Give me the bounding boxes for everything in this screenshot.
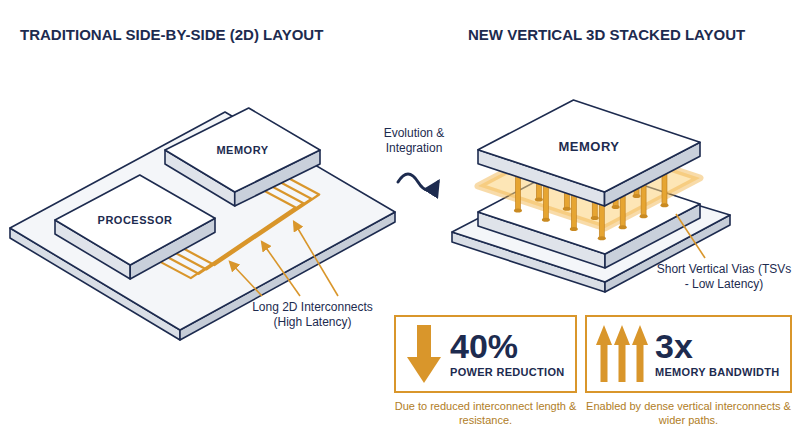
arrow-shaft bbox=[619, 344, 626, 382]
chip-top bbox=[165, 108, 320, 192]
tsv-pad bbox=[542, 218, 550, 222]
evolution-arrow bbox=[398, 174, 438, 190]
chip-label-holder: MEMORY bbox=[478, 100, 700, 192]
down-arrow-icon bbox=[406, 323, 442, 385]
callout-label: Short Vertical Vias (TSVs - Low Latency) bbox=[655, 262, 793, 292]
chip-label: PROCESSOR bbox=[98, 214, 173, 226]
tsv-pad bbox=[633, 194, 641, 198]
chip-shape bbox=[165, 108, 320, 206]
tsv-pad bbox=[570, 227, 578, 231]
tsv-pad bbox=[612, 205, 620, 209]
chip-top bbox=[478, 100, 700, 192]
tsv-pad bbox=[640, 214, 648, 218]
chip-label: MEMORY bbox=[216, 144, 268, 156]
chip-die: PROCESSOR bbox=[55, 175, 215, 279]
arrow-head bbox=[614, 325, 630, 345]
section-heading: TRADITIONAL SIDE-BY-SIDE (2D) LAYOUT bbox=[20, 26, 323, 45]
leader-line bbox=[676, 214, 705, 258]
tsv-pad bbox=[535, 198, 543, 202]
arrow-shaft bbox=[601, 344, 608, 382]
section-heading: NEW VERTICAL 3D STACKED LAYOUT bbox=[468, 26, 745, 45]
leader-line bbox=[294, 222, 338, 296]
tsv-pad bbox=[563, 207, 571, 211]
tsv-pad bbox=[514, 209, 522, 213]
leader-line bbox=[262, 242, 300, 296]
transition-label: Evolution & Integration bbox=[362, 126, 466, 156]
stat-note: Due to reduced interconnect length & res… bbox=[388, 400, 583, 428]
arrow-head bbox=[596, 325, 612, 345]
chip-label: MEMORY bbox=[558, 139, 619, 154]
label-box: Enabled by dense vertical interconnects … bbox=[579, 400, 798, 428]
stat-caption: POWER REDUCTION bbox=[450, 366, 565, 379]
label-box: NEW VERTICAL 3D STACKED LAYOUT bbox=[468, 26, 745, 45]
up-arrows-icon bbox=[595, 323, 649, 385]
label-box: Due to reduced interconnect length & res… bbox=[388, 400, 583, 428]
tsv-pad bbox=[591, 216, 599, 220]
label-box: Evolution & Integration bbox=[362, 126, 466, 156]
callout-label: Long 2D Interconnects (High Latency) bbox=[240, 300, 385, 330]
chip-die: MEMORY bbox=[478, 100, 700, 206]
arrow-head bbox=[407, 357, 441, 383]
stat-box: 40% POWER REDUCTION bbox=[394, 315, 577, 393]
stat-value: 3x bbox=[655, 329, 693, 363]
chip-shape bbox=[55, 175, 215, 279]
label-box: Long 2D Interconnects (High Latency) bbox=[240, 300, 385, 330]
label-box: Short Vertical Vias (TSVs - Low Latency) bbox=[655, 262, 793, 292]
arrow-shaft bbox=[637, 344, 644, 382]
arrow-shaft bbox=[417, 325, 431, 359]
stat-note: Enabled by dense vertical interconnects … bbox=[579, 400, 798, 428]
chip-die: MEMORY bbox=[165, 108, 320, 206]
stat-box: 3xMEMORY BANDWIDTH bbox=[585, 315, 792, 393]
leader-line bbox=[230, 262, 262, 296]
chip-top bbox=[55, 175, 215, 265]
tsv-pad bbox=[619, 225, 627, 229]
tsv-pad bbox=[660, 203, 668, 207]
stat-caption: MEMORY BANDWIDTH bbox=[655, 366, 780, 379]
arrow-head bbox=[632, 325, 648, 345]
stat-value: 40% bbox=[450, 329, 518, 363]
tsv-pad bbox=[598, 236, 606, 240]
label-box: TRADITIONAL SIDE-BY-SIDE (2D) LAYOUT bbox=[20, 26, 323, 45]
chip-label-holder: PROCESSOR bbox=[55, 175, 215, 265]
chip-label-holder: MEMORY bbox=[165, 108, 320, 192]
